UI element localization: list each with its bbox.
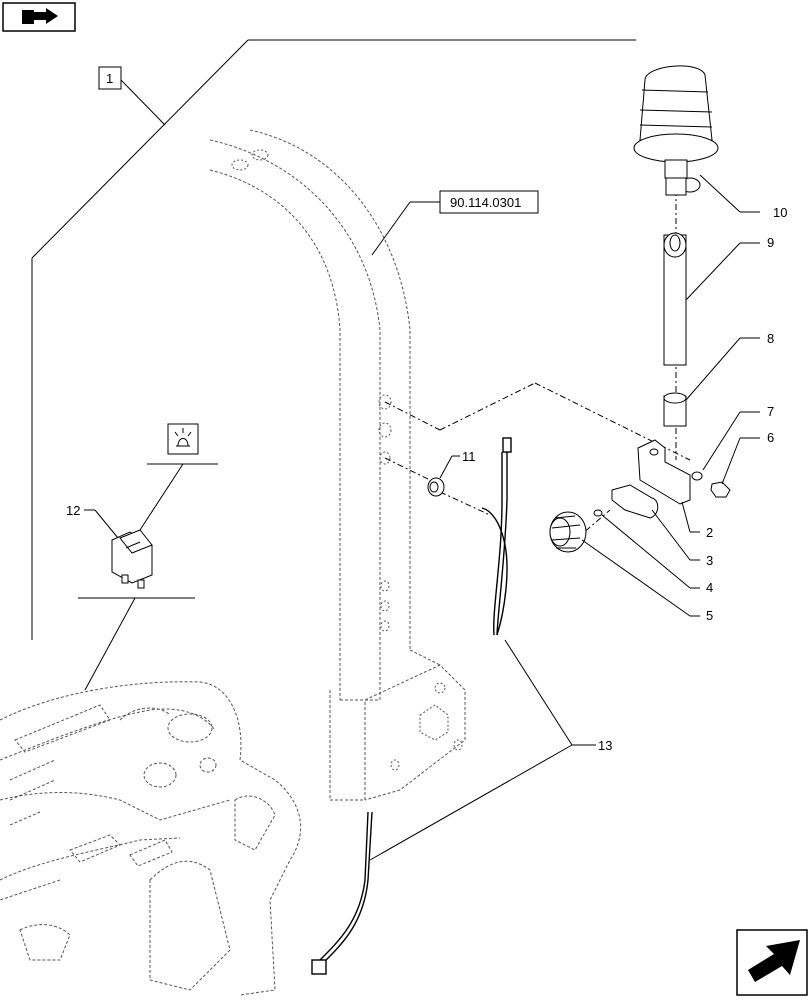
frame-reference-text: 90.114.0301 [450,195,521,210]
assembly-number: 1 [106,71,113,86]
callout-12: 12 [66,503,80,518]
bolt [710,481,731,498]
callout-5: 5 [706,608,713,623]
symbol-leader [78,463,218,691]
beacon-switch [111,529,153,589]
assembly-label: 1 [98,66,122,90]
beacon-lamp [633,65,719,196]
grommet [427,477,445,497]
washer-7 [691,471,703,481]
callout-7: 7 [767,404,774,419]
book-arrow-icon[interactable] [2,2,76,32]
callout-13: 13 [598,738,612,753]
callout-10: 10 [773,205,787,220]
bracket [637,439,691,505]
callout-4: 4 [706,580,713,595]
callout-9: 9 [767,235,774,250]
assembly-bracket-lines [31,39,636,640]
knob [549,511,587,553]
pillar-holes [231,149,463,771]
washer-4 [593,509,603,517]
callout-8: 8 [767,331,774,346]
cab-pillar [209,129,466,801]
next-page-arrow-icon[interactable] [736,929,808,996]
clamp [611,484,659,519]
callout-6: 6 [767,430,774,445]
callout-3: 3 [706,553,713,568]
sleeve [663,392,687,427]
callout-11: 11 [462,449,476,464]
callout-leaders [84,174,760,861]
beacon-symbol-icon [167,423,199,455]
callout-labels: 10 9 8 7 6 2 3 4 5 11 12 13 [66,205,787,753]
dashboard-console [0,681,302,996]
mounting-pipe [663,232,687,366]
callout-2: 2 [706,525,713,540]
frame-reference-label: 90.114.0301 [371,190,539,256]
wiring-harness [311,437,512,975]
